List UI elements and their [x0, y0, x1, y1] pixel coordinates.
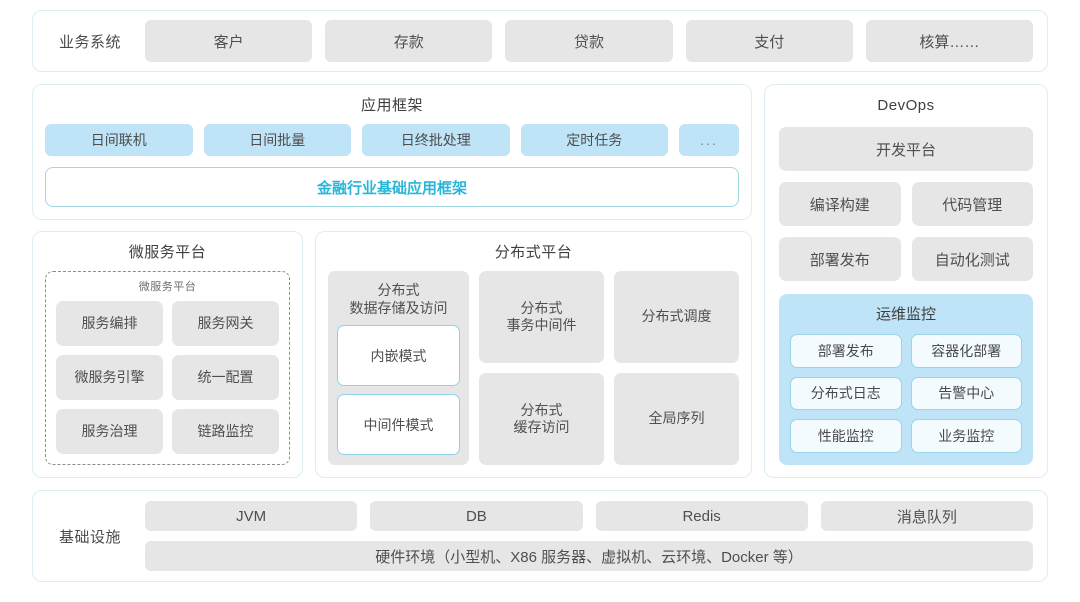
infrastructure-item[interactable]: DB: [370, 501, 583, 531]
infrastructure-label: 基础设施: [58, 528, 121, 546]
business-system-chip[interactable]: 存款: [325, 20, 493, 62]
distributed-storage-title-line1: 分布式: [377, 282, 420, 298]
microservice-platform-inner-title: 微服务平台: [138, 281, 197, 293]
distributed-platform-card: 分布式平台 分布式 数据存储及访问 内嵌模式 中间件模式: [315, 231, 752, 478]
ops-monitoring-panel: 运维监控 部署发布 容器化部署 分布式日志 告警中心 性能监控 业务监控: [779, 294, 1033, 465]
ops-monitoring-items: 部署发布 容器化部署 分布式日志 告警中心 性能监控 业务监控: [790, 334, 1022, 453]
devops-card: DevOps 开发平台 编译构建 代码管理 部署发布 自动化测试 运维监控 部署…: [764, 84, 1048, 478]
distributed-cell[interactable]: 分布式 缓存访问: [479, 373, 604, 465]
microservice-platform-title: 微服务平台: [128, 244, 207, 261]
devops-items: 编译构建 代码管理 部署发布 自动化测试: [779, 182, 1033, 281]
microservice-platform-inner: 微服务平台 服务编排 服务网关 微服务引擎 统一配置 服务治理 链路监控: [45, 271, 290, 465]
microservice-item[interactable]: 微服务引擎: [56, 355, 163, 400]
business-system-chip[interactable]: 核算……: [865, 20, 1034, 62]
microservice-item[interactable]: 统一配置: [172, 355, 279, 400]
distributed-cell-line1: 分布式: [520, 401, 563, 418]
business-systems-label: 业务系统: [58, 33, 121, 51]
application-framework-title: 应用框架: [360, 97, 423, 114]
ops-monitoring-item[interactable]: 部署发布: [790, 334, 902, 368]
microservice-item[interactable]: 服务网关: [172, 301, 279, 346]
distributed-storage-mode[interactable]: 内嵌模式: [337, 325, 460, 387]
microservice-item[interactable]: 链路监控: [172, 409, 279, 454]
business-systems-card: 业务系统 客户 存款 贷款 支付 核算……: [32, 10, 1048, 72]
ops-monitoring-item[interactable]: 性能监控: [790, 419, 902, 453]
devops-item[interactable]: 代码管理: [911, 182, 1033, 226]
infrastructure-item[interactable]: Redis: [595, 501, 808, 531]
devops-item[interactable]: 自动化测试: [911, 237, 1033, 281]
infrastructure-item[interactable]: 消息队列: [820, 501, 1033, 531]
ops-monitoring-item[interactable]: 告警中心: [910, 376, 1022, 411]
ops-monitoring-item[interactable]: 分布式日志: [790, 376, 902, 411]
distributed-cell-line2: 缓存访问: [513, 419, 570, 435]
distributed-platform-title: 分布式平台: [494, 244, 573, 261]
business-system-chip[interactable]: 支付: [685, 20, 853, 62]
middle-left-column: 应用框架 日间联机 日间批量 日终批处理 定时任务 ... 金融行业基础应用框架…: [32, 84, 752, 478]
devops-item[interactable]: 部署发布: [779, 237, 901, 281]
distributed-platform-cells: 分布式 事务中间件 分布式调度 分布: [479, 271, 739, 465]
application-framework-card: 应用框架 日间联机 日间批量 日终批处理 定时任务 ... 金融行业基础应用框架: [32, 84, 752, 220]
microservice-platform-items: 服务编排 服务网关 微服务引擎 统一配置 服务治理 链路监控: [56, 301, 279, 454]
devops-title: DevOps: [877, 97, 935, 114]
application-framework-modules: 日间联机 日间批量 日终批处理 定时任务 ...: [45, 124, 739, 156]
business-system-chip[interactable]: 客户: [145, 20, 313, 62]
distributed-cell-line1: 分布式: [520, 299, 563, 316]
middle-zone: 应用框架 日间联机 日间批量 日终批处理 定时任务 ... 金融行业基础应用框架…: [32, 84, 1048, 478]
distributed-cell-line2: 事务中间件: [506, 317, 577, 333]
distributed-storage-column[interactable]: 分布式 数据存储及访问 内嵌模式 中间件模式: [328, 271, 469, 465]
app-framework-module[interactable]: 日终批处理: [362, 124, 510, 156]
distributed-cell[interactable]: 分布式调度: [614, 271, 739, 363]
ops-monitoring-item[interactable]: 容器化部署: [910, 334, 1022, 368]
infrastructure-card: 基础设施 JVM DB Redis 消息队列 硬件环境（小型机、X86 服务器、…: [32, 490, 1048, 582]
distributed-storage-mode[interactable]: 中间件模式: [337, 394, 460, 455]
distributed-cell[interactable]: 分布式 事务中间件: [479, 271, 604, 363]
app-framework-module[interactable]: 定时任务: [520, 124, 668, 156]
ops-monitoring-item[interactable]: 业务监控: [910, 419, 1022, 453]
business-system-chip[interactable]: 贷款: [505, 20, 673, 62]
distributed-cell-line1: 分布式调度: [641, 308, 712, 325]
distributed-storage-title: 分布式 数据存储及访问: [337, 281, 460, 325]
distributed-storage-title-line2: 数据存储及访问: [349, 300, 448, 317]
app-framework-module-more[interactable]: ...: [679, 124, 739, 156]
hardware-environment-bar[interactable]: 硬件环境（小型机、X86 服务器、虚拟机、云环境、Docker 等）: [145, 541, 1033, 571]
platforms-row: 微服务平台 微服务平台 服务编排 服务网关 微服务引擎 统一配置 服务治理 链路…: [32, 231, 752, 478]
ops-monitoring-title: 运维监控: [875, 306, 936, 323]
microservice-item[interactable]: 服务编排: [56, 301, 163, 346]
infrastructure-stack: JVM DB Redis 消息队列 硬件环境（小型机、X86 服务器、虚拟机、云…: [145, 501, 1033, 571]
distributed-cell[interactable]: 全局序列: [614, 373, 739, 465]
app-framework-module[interactable]: 日间批量: [203, 124, 351, 156]
devops-platform-chip[interactable]: 开发平台: [779, 127, 1033, 171]
infrastructure-item[interactable]: JVM: [145, 501, 358, 531]
business-systems-items: 客户 存款 贷款 支付 核算……: [145, 20, 1034, 62]
distributed-platform-body: 分布式 数据存储及访问 内嵌模式 中间件模式 分布式 事务中间件: [328, 271, 739, 465]
microservice-platform-card: 微服务平台 微服务平台 服务编排 服务网关 微服务引擎 统一配置 服务治理 链路…: [32, 231, 303, 478]
app-framework-module[interactable]: 日间联机: [45, 124, 193, 156]
microservice-item[interactable]: 服务治理: [56, 409, 163, 454]
distributed-cell-line1: 全局序列: [648, 410, 705, 427]
financial-base-framework-banner: 金融行业基础应用框架: [45, 167, 739, 207]
infrastructure-items: JVM DB Redis 消息队列: [145, 501, 1033, 531]
devops-item[interactable]: 编译构建: [779, 182, 901, 226]
